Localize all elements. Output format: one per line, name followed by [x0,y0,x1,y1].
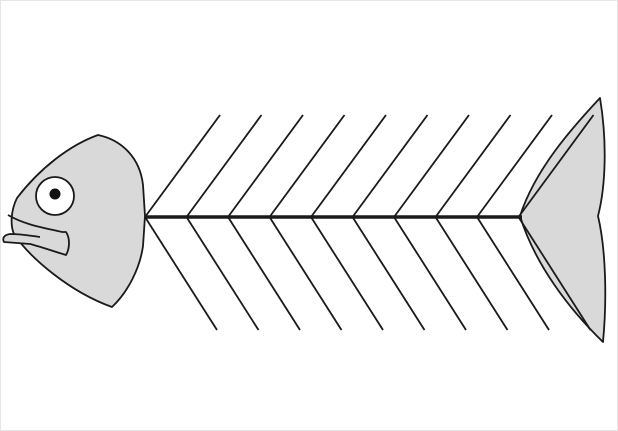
lower-bone [351,216,426,331]
lower-bone [144,216,218,331]
lower-bone [227,216,301,331]
upper-bone [185,114,263,218]
fish-bones [144,114,595,331]
upper-bone [517,114,595,218]
upper-bone [476,114,553,218]
fish-mouth [2,214,70,256]
upper-bone [268,114,346,218]
upper-bone [310,114,387,218]
lower-bone [185,216,260,331]
fish-head [10,134,146,308]
lower-bone [268,216,343,331]
upper-bone [144,114,221,218]
lower-bone [310,216,384,331]
upper-bone [393,114,470,218]
fish-pupil [49,188,61,200]
lower-bone [434,216,509,331]
lower-bone [517,216,592,331]
fish-tail [519,97,607,343]
lower-bone [476,216,550,331]
upper-bone [227,114,304,218]
lower-bone [393,216,467,331]
upper-bone [434,114,512,218]
upper-bone [351,114,429,218]
